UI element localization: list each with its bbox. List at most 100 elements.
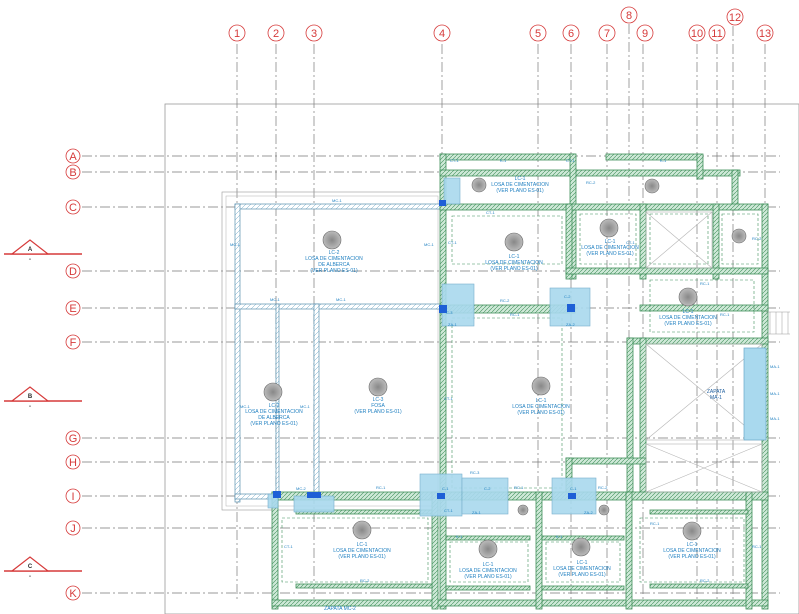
svg-text:MC-1: MC-1	[424, 242, 435, 247]
svg-text:MA-1: MA-1	[770, 364, 780, 369]
svg-text:CT-1: CT-1	[450, 158, 459, 163]
axis-bubble-11: 11	[708, 24, 726, 42]
svg-text:4: 4	[439, 28, 445, 40]
axis-bubble-1: 1	[228, 24, 246, 42]
svg-text:RC-2: RC-2	[598, 485, 608, 490]
svg-text:MC-1: MC-1	[332, 198, 343, 203]
slab-ref: (VER PLANO ES-01)	[517, 410, 565, 416]
slab-id: LC-1	[605, 239, 616, 245]
svg-text:RC-1: RC-1	[700, 281, 710, 286]
slab-ref: (VER PLANO ES-01)	[490, 266, 538, 272]
slab-name: LOSA DE CIMENTACION	[485, 260, 543, 266]
axis-bubble-8: 8	[620, 6, 638, 24]
slab-markers	[263, 177, 747, 559]
slab-id: LC-1	[483, 562, 494, 568]
svg-text:C-1: C-1	[442, 486, 449, 491]
svg-text:CT-1: CT-1	[448, 240, 457, 245]
axis-bubble-B: B	[65, 164, 81, 180]
svg-text:K-1: K-1	[660, 158, 667, 163]
svg-text:RC-2: RC-2	[586, 180, 596, 185]
axis-bubble-K: K	[65, 585, 81, 601]
svg-text:B: B	[69, 167, 76, 179]
svg-text:C-3: C-3	[446, 310, 453, 315]
svg-text:K-1: K-1	[556, 534, 563, 539]
slab-id: LC-1	[515, 176, 526, 182]
axis-bubble-5: 5	[529, 24, 547, 42]
axis-bubble-4: 4	[433, 24, 451, 42]
slab-ref: (VER PLANO ES-01)	[464, 574, 512, 580]
axis-bubble-H: H	[65, 454, 81, 470]
svg-text:-: -	[29, 404, 31, 410]
columns	[273, 200, 576, 499]
svg-text:7: 7	[604, 28, 610, 40]
svg-text:A: A	[69, 151, 77, 163]
section-marker-A: A -	[4, 239, 82, 263]
slab-id: LC-1	[536, 398, 547, 404]
svg-text:ZA-1: ZA-1	[472, 510, 481, 515]
pool-walls	[234, 203, 442, 503]
column-axis-bubbles: 1 2 3 4 5 6 7 8 9 10 11 12 13	[228, 6, 774, 42]
section-marker-C: C -	[4, 556, 82, 580]
svg-text:C-2: C-2	[564, 294, 571, 299]
slab-name: LOSA DE CIMENTACION	[553, 566, 611, 572]
svg-text:RC-1: RC-1	[510, 312, 520, 317]
svg-text:1: 1	[234, 28, 240, 40]
svg-text:K: K	[69, 588, 77, 600]
slab-id: LC-1	[509, 254, 520, 260]
svg-text:RC-3: RC-3	[470, 470, 480, 475]
axis-bubble-6: 6	[562, 24, 580, 42]
svg-text:RC-1: RC-1	[752, 544, 762, 549]
svg-text:MC-1: MC-1	[336, 297, 347, 302]
slab-ref: (VER PLANO ES-01)	[496, 188, 544, 194]
axis-bubble-9: 9	[636, 24, 654, 42]
beam-labels: MC-1 MC-1 MC-1 MC-1 MC-1 MC-1 MC-1 MC-2 …	[230, 158, 780, 583]
svg-text:CT-1: CT-1	[284, 544, 293, 549]
svg-text:J: J	[70, 523, 76, 535]
slab-labels: LC-2 LOSA DE CIMENTACION DE ALBERCA (VER…	[245, 176, 726, 612]
axis-bubble-A: A	[65, 148, 81, 164]
svg-text:9: 9	[642, 28, 648, 40]
svg-text:-: -	[29, 574, 31, 580]
svg-text:12: 12	[729, 12, 741, 24]
svg-text:CT-1: CT-1	[444, 396, 453, 401]
svg-text:MC-1: MC-1	[270, 297, 281, 302]
svg-text:CT-1: CT-1	[486, 210, 495, 215]
zapata-id: MA-1	[710, 395, 722, 401]
axis-bubble-D: D	[65, 263, 81, 279]
slab-ref: (VER PLANO ES-01)	[558, 572, 606, 578]
svg-text:D: D	[69, 266, 77, 278]
svg-text:MC-1: MC-1	[240, 404, 251, 409]
zapata-bottom-label: ZAPATA MC-2	[324, 606, 356, 612]
svg-text:CT-1: CT-1	[444, 508, 453, 513]
svg-text:RC-2: RC-2	[700, 578, 710, 583]
svg-text:MC-1: MC-1	[230, 242, 241, 247]
slab-id: LC-1	[687, 542, 698, 548]
svg-text:A: A	[28, 247, 33, 253]
svg-text:10: 10	[691, 28, 703, 40]
slab-ref: (VER PLANO ES-01)	[668, 554, 716, 560]
svg-text:-: -	[29, 257, 31, 263]
axis-bubble-2: 2	[267, 24, 285, 42]
axis-bubble-3: 3	[305, 24, 323, 42]
slab-name2: DE ALBERCA	[318, 262, 350, 268]
svg-text:H: H	[69, 457, 77, 469]
horizontal-axis-lines	[82, 155, 780, 594]
svg-text:ZA-1: ZA-1	[448, 322, 457, 327]
svg-text:RC-2: RC-2	[752, 236, 762, 241]
svg-text:RC-2: RC-2	[500, 298, 510, 303]
svg-text:RC-1: RC-1	[514, 485, 524, 490]
svg-text:C: C	[28, 564, 33, 570]
svg-text:CT-1: CT-1	[566, 158, 575, 163]
slab-name: LOSA DE CIMENTACION	[491, 182, 549, 188]
axis-bubble-C: C	[65, 199, 81, 215]
svg-text:K-1: K-1	[456, 534, 463, 539]
svg-text:6: 6	[568, 28, 574, 40]
zapata-right	[743, 347, 767, 441]
axis-bubble-E: E	[65, 300, 81, 316]
svg-text:5: 5	[535, 28, 541, 40]
svg-text:MC-2: MC-2	[296, 486, 307, 491]
svg-text:11: 11	[711, 28, 722, 40]
slab-id: LC-2	[329, 250, 340, 256]
row-axis-bubbles: A B C D E F G H I J K	[65, 148, 81, 601]
axis-bubble-13: 13	[756, 24, 774, 42]
